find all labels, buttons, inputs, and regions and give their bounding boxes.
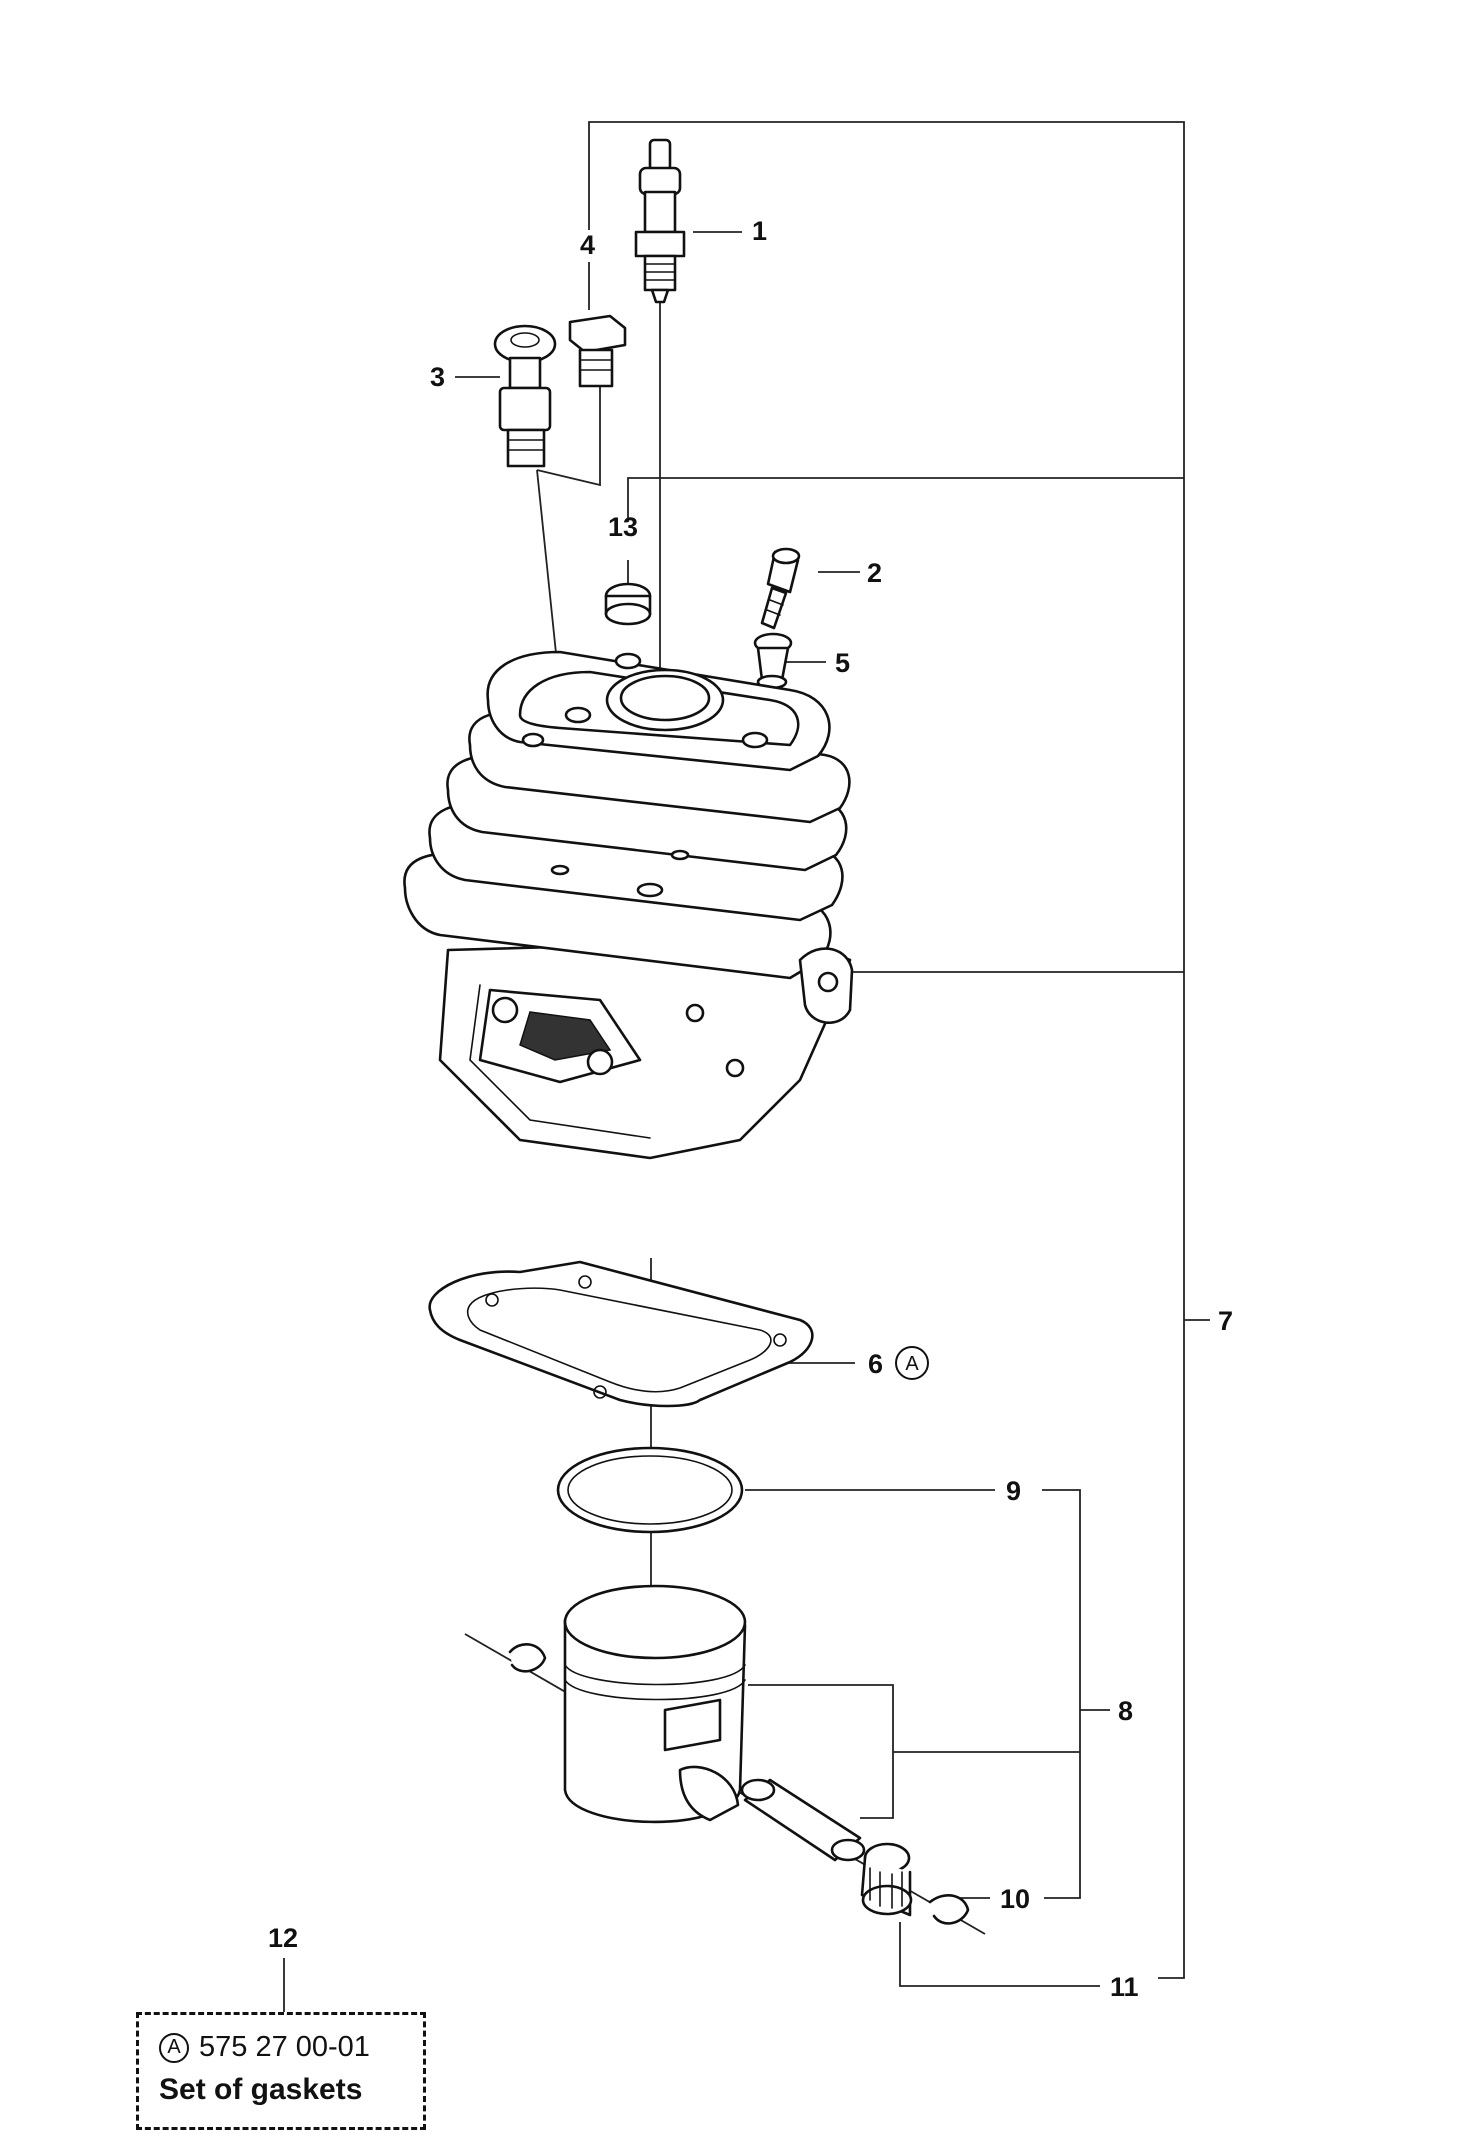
threaded-plug bbox=[568, 314, 627, 388]
callout-11: 11 bbox=[1110, 1972, 1139, 2002]
kit-description: Set of gaskets bbox=[159, 2073, 363, 2106]
callout-7: 7 bbox=[1218, 1306, 1233, 1336]
grommet bbox=[604, 582, 652, 626]
callout-1: 1 bbox=[752, 216, 767, 246]
callouts: 1 2 3 4 5 6 7 8 9 10 11 12 13 bbox=[268, 216, 1233, 2002]
callout-9: 9 bbox=[1006, 1476, 1021, 1506]
cylinder bbox=[403, 650, 854, 1160]
callout-6: 6 bbox=[868, 1349, 883, 1379]
callout-3: 3 bbox=[430, 362, 445, 392]
callout-8: 8 bbox=[1118, 1696, 1133, 1726]
callout-2: 2 bbox=[867, 558, 882, 588]
callout-5: 5 bbox=[835, 648, 850, 678]
kit-part-number: 575 27 00-01 bbox=[199, 2031, 370, 2063]
needle-bearing bbox=[860, 1842, 913, 1917]
kit-part-line: A 575 27 00-01 bbox=[159, 2031, 370, 2064]
gasket-kit-box: A 575 27 00-01 Set of gaskets bbox=[136, 2012, 426, 2130]
bracket-7 bbox=[588, 121, 1185, 1979]
callout-4: 4 bbox=[580, 230, 595, 260]
spark-plug bbox=[634, 138, 686, 304]
gasket-marker-letter: A bbox=[905, 1353, 919, 1375]
decompression-valve bbox=[493, 324, 557, 468]
callout-13: 13 bbox=[608, 512, 638, 542]
leader-8-fork bbox=[748, 1684, 894, 1819]
leader-13-bracket bbox=[627, 477, 1184, 522]
sleeve bbox=[753, 632, 793, 690]
screw bbox=[760, 547, 801, 630]
leader-3-4-join bbox=[536, 385, 601, 487]
callout-10: 10 bbox=[1000, 1884, 1030, 1914]
cylinder-gasket bbox=[428, 1260, 814, 1408]
piston-ring bbox=[556, 1446, 744, 1534]
leader-11 bbox=[899, 1922, 1100, 1987]
gasket-marker: A bbox=[895, 1346, 929, 1380]
callout-12: 12 bbox=[268, 1923, 298, 1953]
piston bbox=[508, 1584, 970, 1925]
bracket-8 bbox=[1042, 1489, 1081, 1899]
kit-marker: A bbox=[159, 2032, 189, 2063]
wrist-pin bbox=[740, 1778, 866, 1862]
